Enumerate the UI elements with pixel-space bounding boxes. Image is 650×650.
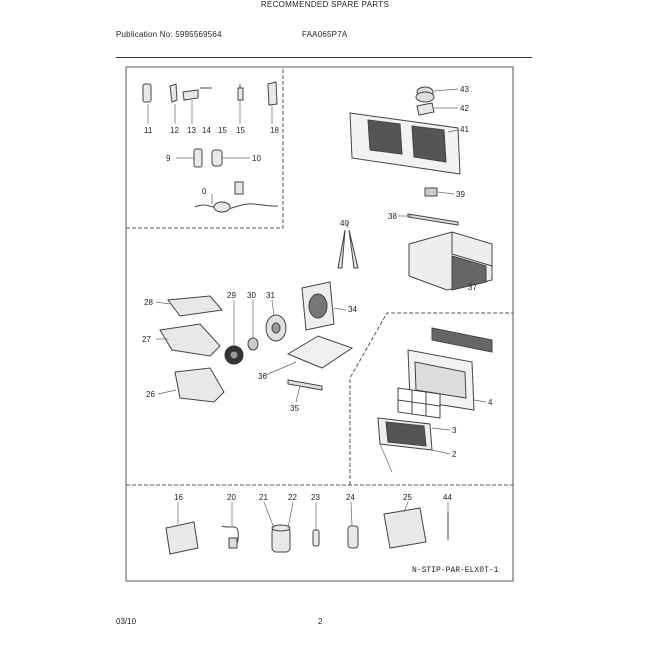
part-20-harness [221, 525, 239, 549]
label-0: 0 [202, 187, 207, 196]
part-38-rod [407, 213, 459, 226]
label-9: 9 [166, 154, 171, 163]
part-27-base-pan [159, 323, 221, 357]
label-26: 26 [146, 390, 155, 399]
accessory-box [126, 67, 284, 229]
label-28: 28 [144, 298, 153, 307]
label-20: 20 [227, 493, 236, 502]
label-41: 41 [460, 125, 469, 134]
label-36: 36 [258, 372, 267, 381]
part-39-knob [424, 187, 438, 197]
part-43-coil [415, 86, 435, 103]
label-43: 43 [460, 85, 469, 94]
part-36-base-plate [286, 335, 354, 369]
part-filter [397, 387, 441, 419]
label-10: 10 [252, 154, 261, 163]
label-40: 40 [340, 219, 349, 228]
part-28-tray [167, 295, 223, 317]
part-34-fan-shroud [301, 281, 335, 331]
label-44: 44 [443, 493, 452, 502]
part-0-cord [194, 181, 279, 213]
part-26-drain-pan [174, 367, 225, 403]
label-30: 30 [247, 291, 256, 300]
label-21: 21 [259, 493, 268, 502]
part-23-thermistor [312, 529, 320, 547]
model-number: FAA065P7A [302, 30, 348, 39]
publication-number: Publication No: 5995569564 [116, 30, 222, 39]
label-29: 29 [227, 291, 236, 300]
label-14: 14 [202, 126, 211, 135]
front-panel-box [349, 312, 513, 485]
part-35-strip [287, 379, 323, 391]
part-42-plate [416, 102, 435, 116]
label-13: 13 [187, 126, 196, 135]
part-18-sensor [267, 81, 278, 106]
footer-page-number: 2 [318, 617, 323, 626]
part-12-14-brackets [169, 83, 212, 103]
part-21-22-capacitor [271, 524, 291, 553]
part-15-screw [237, 84, 244, 101]
label-18: 18 [270, 126, 279, 135]
label-15: 15 [218, 126, 227, 135]
label-3: 3 [452, 426, 457, 435]
part-3-filter-grille [377, 417, 433, 451]
diagram-frame [125, 66, 514, 582]
diagram-code: N-STIP-PAR-ELX0T-1 [412, 566, 499, 575]
label-23: 23 [311, 493, 320, 502]
part-front-top-grille [431, 327, 493, 353]
part-25-display-board [383, 507, 427, 549]
header-rule [116, 57, 532, 58]
label-42: 42 [460, 104, 469, 113]
part-30-bearing [247, 337, 259, 351]
part-16-control-board [165, 521, 199, 555]
label-22: 22 [288, 493, 297, 502]
label-11: 11 [144, 126, 153, 135]
part-31-blower-wheel [265, 314, 287, 342]
part-29-motor [224, 345, 244, 365]
label-2: 2 [452, 450, 457, 459]
label-34: 34 [348, 305, 357, 314]
part-40-cable-tie [337, 229, 359, 269]
part-9-10-clips [193, 148, 223, 168]
label-24: 24 [346, 493, 355, 502]
label-4: 4 [488, 398, 493, 407]
label-39: 39 [456, 190, 465, 199]
label-31: 31 [266, 291, 275, 300]
label-38: 38 [388, 212, 397, 221]
label-37: 37 [468, 283, 477, 292]
part-24-switch [347, 525, 359, 549]
label-16: 16 [174, 493, 183, 502]
label-12: 12 [170, 126, 179, 135]
page-title: RECOMMENDED SPARE PARTS [260, 0, 390, 9]
leader-lines [147, 88, 487, 530]
part-11-remote [142, 83, 152, 103]
part-37-cabinet [408, 231, 493, 291]
label-27: 27 [142, 335, 151, 344]
label-35: 35 [290, 404, 299, 413]
label-15b: 15 [236, 126, 245, 135]
label-25: 25 [403, 493, 412, 502]
footer-date: 03/10 [116, 617, 137, 626]
part-41-front-grille [349, 112, 461, 175]
